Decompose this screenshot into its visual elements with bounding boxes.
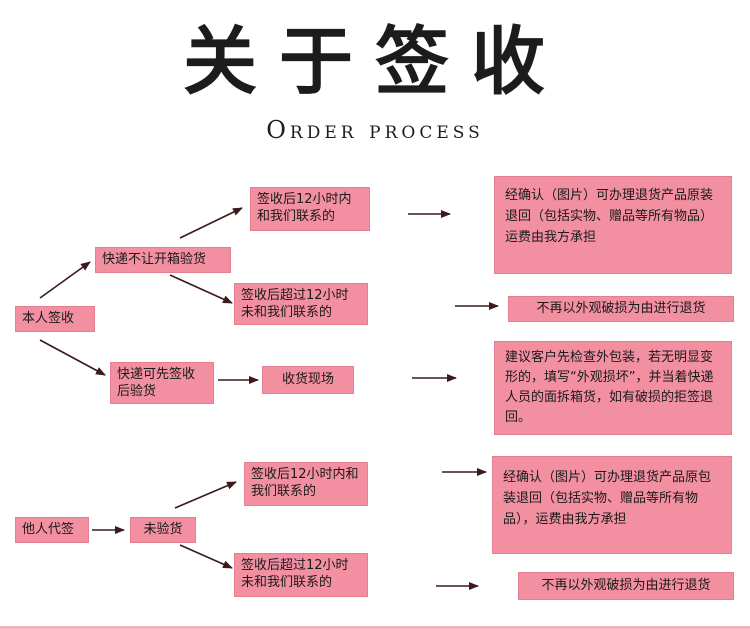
box-within-12h-proxy-result: 经确认（图片）可办理退货产品原包装退回（包括实物、赠品等所有物品），运费由我方承…: [492, 456, 732, 554]
arrow-self-to-canopen: [39, 339, 106, 376]
box-unchecked: 未验货: [130, 517, 196, 543]
box-on-site-result: 建议客户先检查外包装，若无明显变形的，填写“外观损坏”，并当着快递人员的面拆箱货…: [494, 341, 732, 435]
box-on-site: 收货现场: [262, 366, 354, 394]
arrow-noopen-to-after: [169, 274, 233, 304]
box-self-sign: 本人签收: [15, 306, 95, 332]
box-after-12h-proxy-result: 不再以外观破损为由进行退货: [518, 572, 734, 600]
box-after-12h-result: 不再以外观破损为由进行退货: [508, 296, 734, 322]
page-title: 关于签收: [183, 19, 567, 105]
bottom-divider: [0, 626, 750, 629]
box-no-open: 快递不让开箱验货: [95, 247, 231, 273]
box-can-open: 快递可先签收后验货: [110, 362, 214, 404]
arrow-noopen-to-within: [179, 207, 243, 239]
box-within-12h-proxy: 签收后12小时内和我们联系的: [244, 462, 368, 506]
box-after-12h-proxy: 签收后超过12小时未和我们联系的: [234, 553, 368, 597]
arrow-unchecked-to-within: [174, 481, 237, 509]
arrow-self-to-noopen: [39, 261, 91, 299]
box-proxy-sign: 他人代签: [15, 517, 89, 543]
arrow-unchecked-to-after: [179, 544, 233, 569]
box-within-12h: 签收后12小时内和我们联系的: [250, 187, 370, 231]
box-after-12h: 签收后超过12小时未和我们联系的: [234, 283, 368, 325]
box-within-12h-result: 经确认（图片）可办理退货产品原装退回（包括实物、赠品等所有物品）运费由我方承担: [494, 176, 732, 274]
page-subtitle: Order process: [266, 116, 484, 144]
